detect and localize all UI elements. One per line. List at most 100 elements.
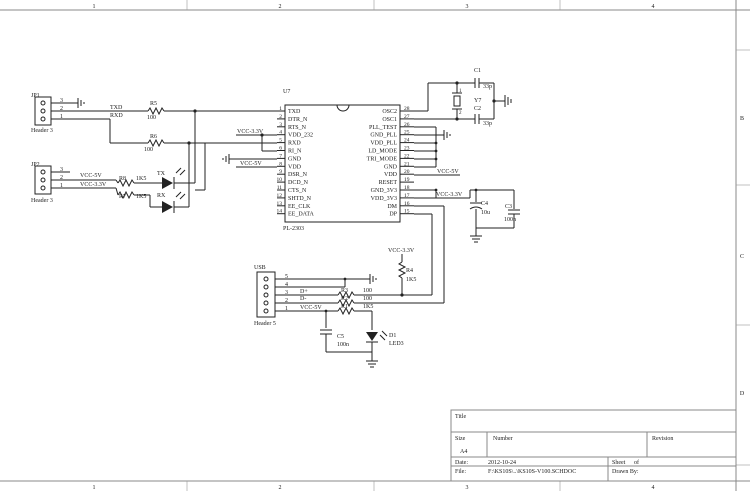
usb-name: Header 5 bbox=[254, 321, 276, 327]
net-label-vcc33: VCC-3.3V bbox=[436, 192, 463, 198]
net-vcc-5v-jp2[interactable]: VCC-5V bbox=[70, 173, 116, 181]
resistor-r6[interactable]: R6 100 bbox=[144, 134, 165, 153]
r5-value: 100 bbox=[147, 115, 156, 121]
crystal-y7[interactable]: Y7 1 2 bbox=[452, 89, 481, 116]
u7-pin-name: GND_PLL bbox=[370, 133, 397, 139]
capacitor-c4[interactable]: C4 10u bbox=[469, 201, 490, 216]
border-row-label: C bbox=[740, 254, 744, 260]
ground-symbol bbox=[366, 352, 378, 368]
net-label-dplus: D+ bbox=[300, 289, 308, 295]
jp2-ref: JP2 bbox=[31, 162, 40, 168]
drawn-by-label: Drawn By: bbox=[612, 469, 639, 475]
r6-value: 100 bbox=[144, 147, 153, 153]
resistor-r5[interactable]: R5 100 bbox=[147, 101, 165, 121]
usb-pin-number: 5 bbox=[285, 274, 288, 280]
u7-pin-number: 17 bbox=[404, 193, 410, 199]
capacitor-c5[interactable]: C5 100n bbox=[320, 329, 349, 348]
net-rxd[interactable]: RXD bbox=[70, 113, 148, 144]
net-txd[interactable]: TXD bbox=[70, 105, 148, 112]
header-usb[interactable]: USB 5 4 3 2 1 Header 5 bbox=[254, 265, 296, 327]
u7-pin-name: OSC2 bbox=[382, 109, 397, 115]
header-jp2[interactable]: JP2 3 2 1 Header 3 bbox=[31, 162, 70, 204]
resistor-r4[interactable]: VCC-3.3V R4 1K5 bbox=[388, 248, 416, 295]
resistor-r7[interactable]: R7 1K5 bbox=[117, 190, 146, 200]
u7-pin-number: 8 bbox=[279, 161, 282, 167]
jp2-pin-number: 1 bbox=[60, 183, 63, 189]
resistor-r2[interactable]: R2 100 bbox=[337, 296, 372, 308]
u7-pin-name: DCD_N bbox=[288, 180, 309, 186]
capacitor-c2[interactable]: C2 33p bbox=[474, 106, 492, 127]
jp1-pin-number: 2 bbox=[60, 106, 63, 112]
led-tx[interactable]: TX bbox=[157, 167, 195, 189]
u7-pin-number: 27 bbox=[404, 114, 410, 120]
usb-pin-number: 2 bbox=[285, 298, 288, 304]
jp2-pin-number: 2 bbox=[60, 175, 63, 181]
capacitor-c1[interactable]: C1 33p bbox=[474, 68, 492, 90]
usb-pin-number: 1 bbox=[285, 306, 288, 312]
u7-pin-number: 7 bbox=[279, 153, 282, 159]
resistor-r8[interactable]: R8 1K5 bbox=[117, 176, 146, 188]
sheet-label: Sheet bbox=[612, 460, 626, 466]
header-jp1[interactable]: JP1 3 2 1 Header 3 bbox=[31, 93, 70, 134]
usb-pin-number: 3 bbox=[285, 290, 288, 296]
u7-pin-name: TXD bbox=[288, 109, 301, 115]
u7-name: PL-2303 bbox=[283, 226, 304, 232]
ground-symbol bbox=[443, 130, 451, 140]
ground-symbol bbox=[470, 228, 482, 243]
u7-pin-number: 16 bbox=[404, 201, 410, 207]
net-vcc-3v3-jp2[interactable]: VCC-3.3V bbox=[70, 182, 116, 189]
y7-ref: Y7 bbox=[474, 98, 481, 104]
c2-value: 33p bbox=[483, 121, 492, 127]
capacitor-c3[interactable]: C3 100n bbox=[504, 204, 520, 223]
r7-value: 1K5 bbox=[136, 194, 146, 200]
net-label-rxd: RXD bbox=[110, 113, 123, 119]
jp1-pin-number: 3 bbox=[60, 98, 63, 104]
u7-pin-number: 6 bbox=[279, 146, 282, 152]
resistor-r1[interactable]: R1 1K5 bbox=[337, 304, 373, 316]
junction-dot bbox=[193, 109, 197, 113]
u7-pin-name: DTR_N bbox=[288, 117, 308, 123]
file-value: F:\KS10S\..\KS10S-V100.SCHDOC bbox=[488, 469, 576, 475]
jp1-pin-number: 1 bbox=[60, 114, 63, 120]
border-col-label: 2 bbox=[279, 485, 282, 491]
jp1-ref: JP1 bbox=[31, 93, 40, 99]
u7-pin-number: 23 bbox=[404, 146, 410, 152]
border-col-label: 4 bbox=[652, 485, 655, 491]
u7-pin-number: 13 bbox=[277, 201, 283, 207]
resistor-r3[interactable]: R3 100 bbox=[337, 288, 372, 300]
ground-symbol bbox=[504, 95, 512, 107]
border-col-label: 4 bbox=[652, 4, 655, 10]
border-col-label: 1 bbox=[93, 4, 96, 10]
led-rx[interactable]: RX bbox=[157, 191, 189, 213]
